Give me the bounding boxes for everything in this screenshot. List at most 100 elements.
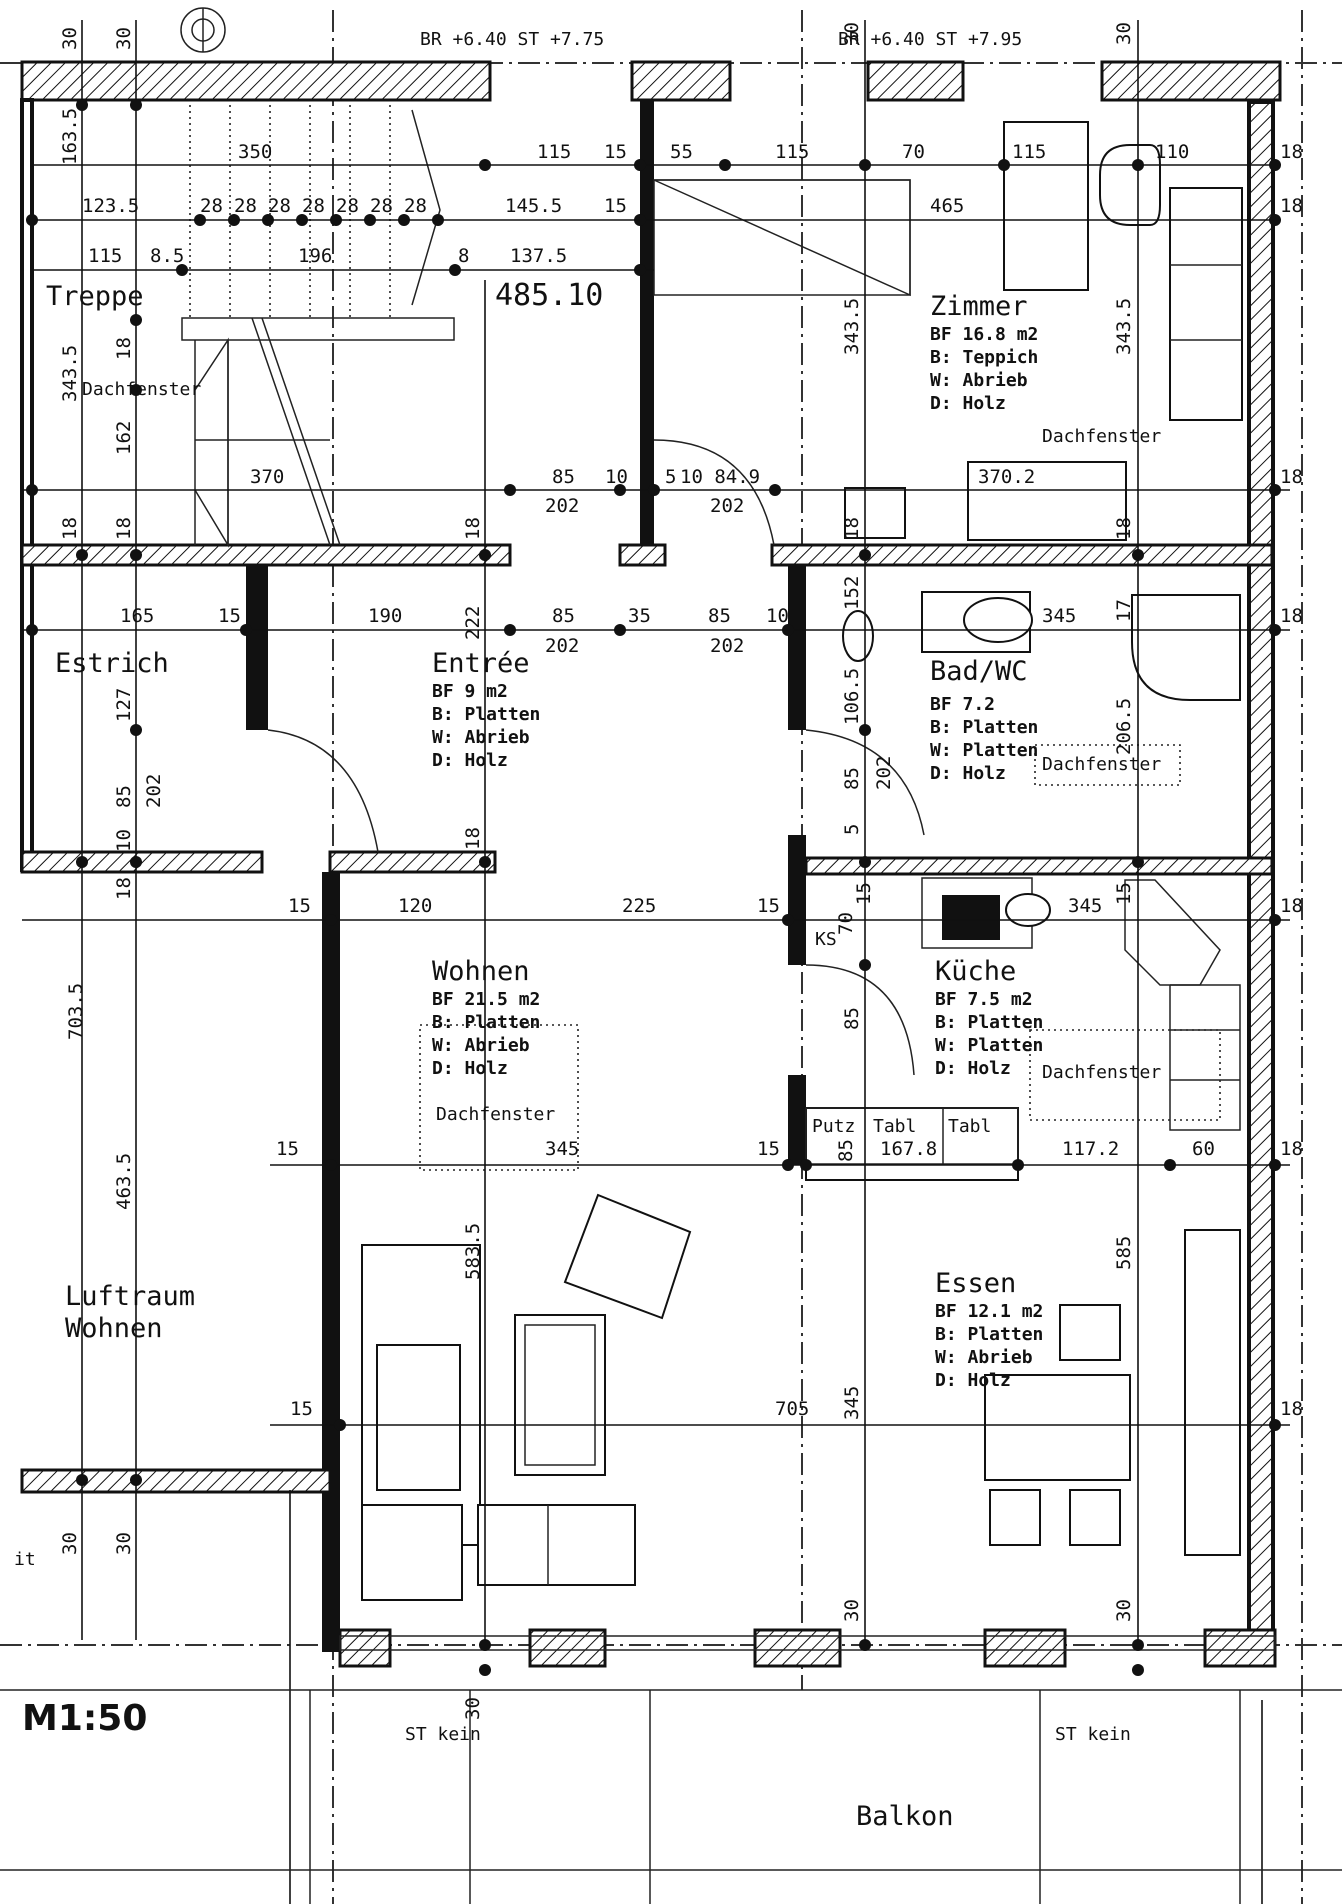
dim-label: 5: [841, 824, 863, 835]
room-zimmer-wall: W: Abrieb: [930, 370, 1028, 391]
st-kein-left: ST kein: [405, 1724, 481, 1745]
room-balkon-name: Balkon: [856, 1801, 954, 1832]
dim-label: 30: [462, 1697, 484, 1720]
room-wohnen-ceiling: D: Holz: [432, 1058, 508, 1079]
room-bad-area: BF 7.2: [930, 694, 995, 715]
dim-label: 8.5: [150, 245, 184, 267]
dim-label: 85: [552, 605, 575, 627]
st-kein-right: ST kein: [1055, 1724, 1131, 1745]
dim-label: 18: [1280, 141, 1303, 163]
dim-label: 137.5: [510, 245, 567, 267]
room-bad-wall: W: Platten: [930, 740, 1038, 761]
dim-label: 18: [1280, 895, 1303, 917]
dim-label: 30: [1113, 1599, 1135, 1622]
dim-label: 167.8: [880, 1138, 937, 1160]
dim-label: 202: [710, 635, 744, 657]
dim-label: 70: [835, 912, 857, 935]
dim-label: 583.5: [462, 1223, 484, 1280]
scale-label: M1:50: [22, 1698, 147, 1739]
dim-label: 30: [841, 1599, 863, 1622]
room-treppe-name: Treppe: [46, 281, 144, 312]
room-entree-ceiling: D: Holz: [432, 750, 508, 771]
dim-label: 5: [665, 466, 676, 488]
dim-label: 30: [59, 1532, 81, 1555]
dim-label: 225: [622, 895, 656, 917]
room-essen-ceiling: D: Holz: [935, 1370, 1011, 1391]
room-entree-name: Entrée: [432, 648, 530, 679]
room-kueche-wall: W: Platten: [935, 1035, 1043, 1056]
level-left: BR +6.40 ST +7.75: [420, 29, 604, 50]
axis-lines: [0, 10, 1342, 1904]
putz-label: Putz: [812, 1116, 855, 1137]
room-wohnen-floor: B: Platten: [432, 1012, 540, 1033]
room-zimmer-ceiling: D: Holz: [930, 393, 1006, 414]
dim-label: 370: [250, 466, 284, 488]
elevation-label: 485.10: [495, 278, 603, 313]
dimension-lines: [0, 20, 1342, 1904]
dim-label: 15: [290, 1398, 313, 1420]
staircase: [181, 105, 455, 548]
dim-label: 202: [873, 756, 895, 790]
dim-label: 10: [113, 829, 135, 852]
room-zimmer-skylight: Dachfenster: [1042, 426, 1161, 447]
dim-label: 190: [368, 605, 402, 627]
dim-label: 202: [143, 774, 165, 808]
dim-label: 18: [113, 877, 135, 900]
dim-label: 115: [537, 141, 571, 163]
dim-label: 28: [370, 195, 393, 217]
walls: [20, 98, 1277, 1668]
dim-label: 345: [1068, 895, 1102, 917]
dim-label: 703.5: [65, 983, 87, 1040]
dim-label: 30: [841, 22, 863, 45]
dim-label: 152: [841, 576, 863, 610]
dim-label: 345: [841, 1386, 863, 1420]
room-wohnen-skylight: Dachfenster: [436, 1104, 555, 1125]
skylights: [419, 744, 1221, 1171]
furniture: [361, 121, 1243, 1601]
dim-label: 55: [670, 141, 693, 163]
dim-label: 60: [1192, 1138, 1215, 1160]
room-treppe-skylight: Dachfenster: [82, 379, 201, 400]
room-wohnen-area: BF 21.5 m2: [432, 989, 540, 1010]
dim-label: 85: [708, 605, 731, 627]
dim-label: 85: [113, 785, 135, 808]
edge-mark: it: [14, 1549, 36, 1570]
dim-label: 162: [113, 421, 135, 455]
room-kueche-ceiling: D: Holz: [935, 1058, 1011, 1079]
room-entree-floor: B: Platten: [432, 704, 540, 725]
dim-label: 115: [775, 141, 809, 163]
dim-label: 18: [1280, 195, 1303, 217]
dim-label: 28: [268, 195, 291, 217]
dim-label: 28: [404, 195, 427, 217]
balcony: [309, 1690, 1241, 1904]
dim-label: 127: [113, 688, 135, 722]
dim-label: 202: [545, 495, 579, 517]
dim-label: 465: [930, 195, 964, 217]
north-arrow-icon: [180, 7, 226, 53]
dim-label: 30: [1113, 22, 1135, 45]
doors: [267, 439, 925, 1076]
dim-label: 345: [1042, 605, 1076, 627]
dim-label: 35: [628, 605, 651, 627]
dim-label: 705: [775, 1398, 809, 1420]
dim-label: 120: [398, 895, 432, 917]
top-wall-segments: [20, 60, 1282, 102]
dim-label: 10 84.9: [680, 466, 760, 488]
dim-label: 222: [462, 606, 484, 640]
dim-label: 196: [298, 245, 332, 267]
ks-label: KS: [815, 929, 837, 950]
dim-label: 15: [757, 1138, 780, 1160]
dim-label: 15: [757, 895, 780, 917]
luftraum-line1: Luftraum: [65, 1281, 195, 1312]
dim-label: 28: [302, 195, 325, 217]
dim-label: 28: [200, 195, 223, 217]
dim-label: 145.5: [505, 195, 562, 217]
dim-label: 30: [59, 27, 81, 50]
dim-label: 15: [288, 895, 311, 917]
room-wohnen-wall: W: Abrieb: [432, 1035, 530, 1056]
room-zimmer-floor: B: Teppich: [930, 347, 1038, 368]
room-bad-name: Bad/WC: [930, 656, 1028, 687]
dim-label: 85: [841, 1007, 863, 1030]
dim-label: 18: [1280, 605, 1303, 627]
tabl-label-1: Tabl: [873, 1116, 916, 1137]
